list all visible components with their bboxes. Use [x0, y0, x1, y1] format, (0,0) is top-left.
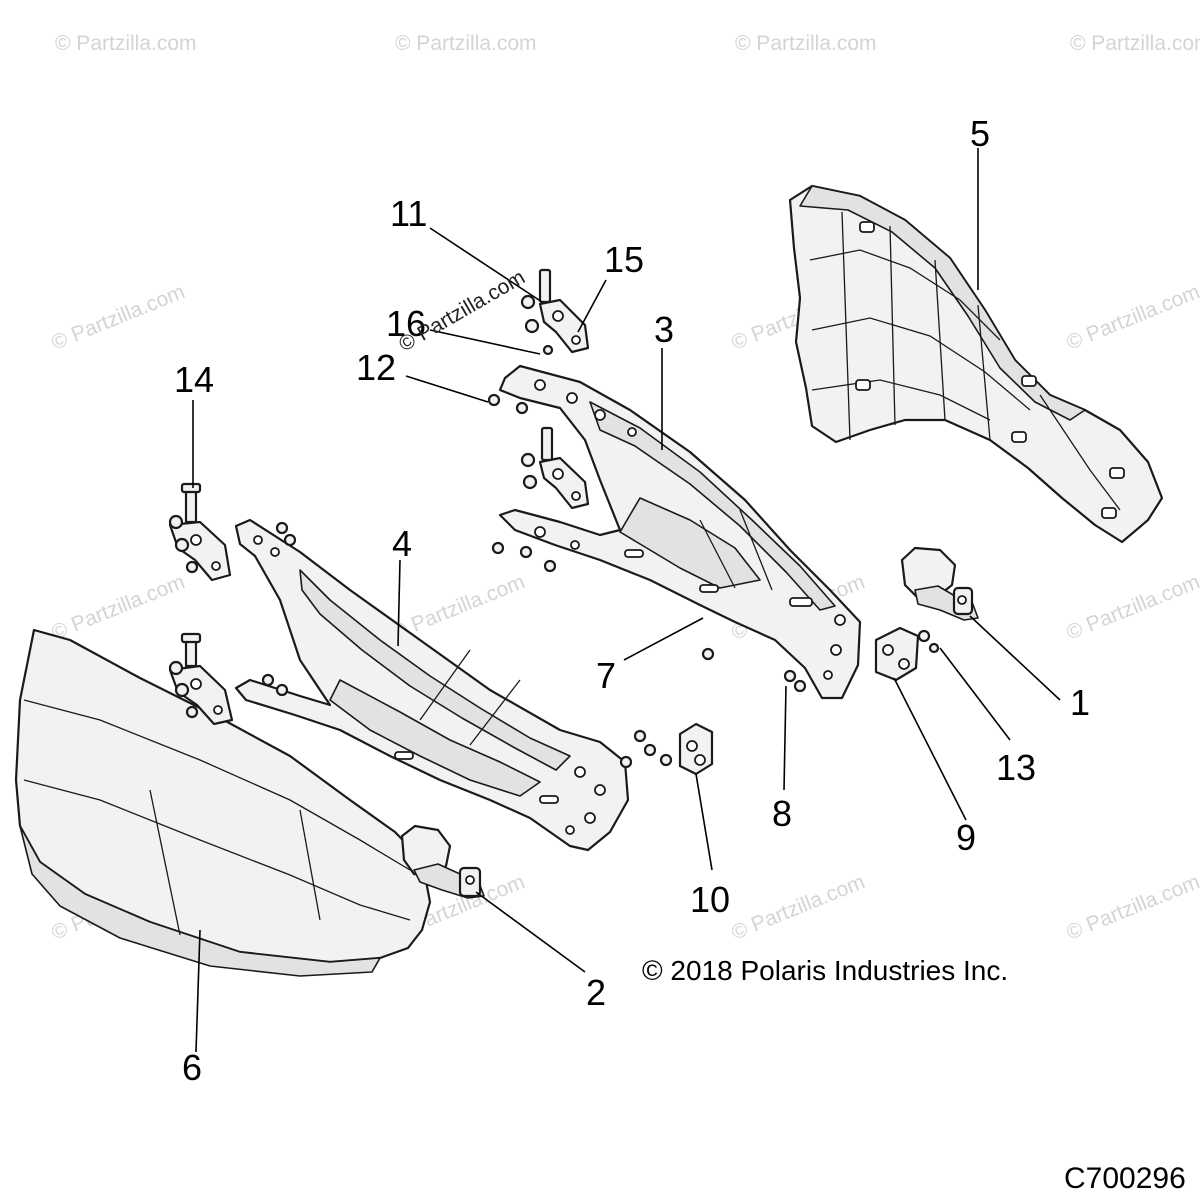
watermark-text: © Partzilla.com [735, 32, 877, 55]
callout-2: 2 [586, 972, 606, 1013]
part-5-rear-panel [788, 184, 1164, 544]
fasteners [261, 393, 940, 769]
part-15-hinge-lower [520, 426, 590, 510]
watermark-text: © Partzilla.com [55, 32, 197, 55]
watermark-text: © Partzilla.com [48, 570, 188, 644]
callout-9: 9 [956, 817, 976, 858]
callout-10: 10 [690, 879, 730, 920]
watermark-text: © Partzilla.com [1063, 280, 1200, 354]
watermark-text: © Partzilla.com [48, 280, 188, 354]
callout-5: 5 [970, 113, 990, 154]
callout-11: 11 [390, 193, 427, 234]
diagram-code: C700296 [1064, 1162, 1186, 1195]
callout-3: 3 [654, 309, 674, 350]
part-3-upper-bracket [498, 364, 862, 700]
watermark-text: © Partzilla.com [1063, 570, 1200, 644]
part-4-lower-bracket [234, 518, 630, 852]
watermark-text: © Partzilla.com [1063, 870, 1200, 944]
callout-4: 4 [392, 523, 412, 564]
part-14-hinge-upper [168, 482, 232, 582]
part-1-latch [900, 546, 979, 621]
part-15-hinge-upper [520, 268, 590, 356]
part-14-hinge-lower [168, 632, 234, 726]
callout-15: 15 [604, 239, 644, 280]
copyright-notice: © 2018 Polaris Industries Inc. [642, 955, 1008, 986]
callout-labels: 1 2 3 4 5 6 7 8 9 10 11 12 13 14 15 16 [174, 113, 1090, 1088]
callout-12: 12 [356, 347, 396, 388]
part-10-plate [678, 722, 714, 776]
callout-14: 14 [174, 359, 214, 400]
watermark-text: © Partzilla.com [1070, 32, 1200, 55]
leader-lines [192, 148, 1061, 1053]
callout-16: 16 [386, 303, 426, 344]
watermark-text: © Partzilla.com [728, 870, 868, 944]
callout-6: 6 [182, 1047, 202, 1088]
watermark-text: © Partzilla.com [395, 32, 537, 55]
part-2-latch [400, 824, 485, 899]
callout-7: 7 [596, 655, 616, 696]
callout-1: 1 [1070, 682, 1090, 723]
callout-8: 8 [772, 793, 792, 834]
part-9-plate [874, 626, 920, 682]
callout-13: 13 [996, 747, 1036, 788]
